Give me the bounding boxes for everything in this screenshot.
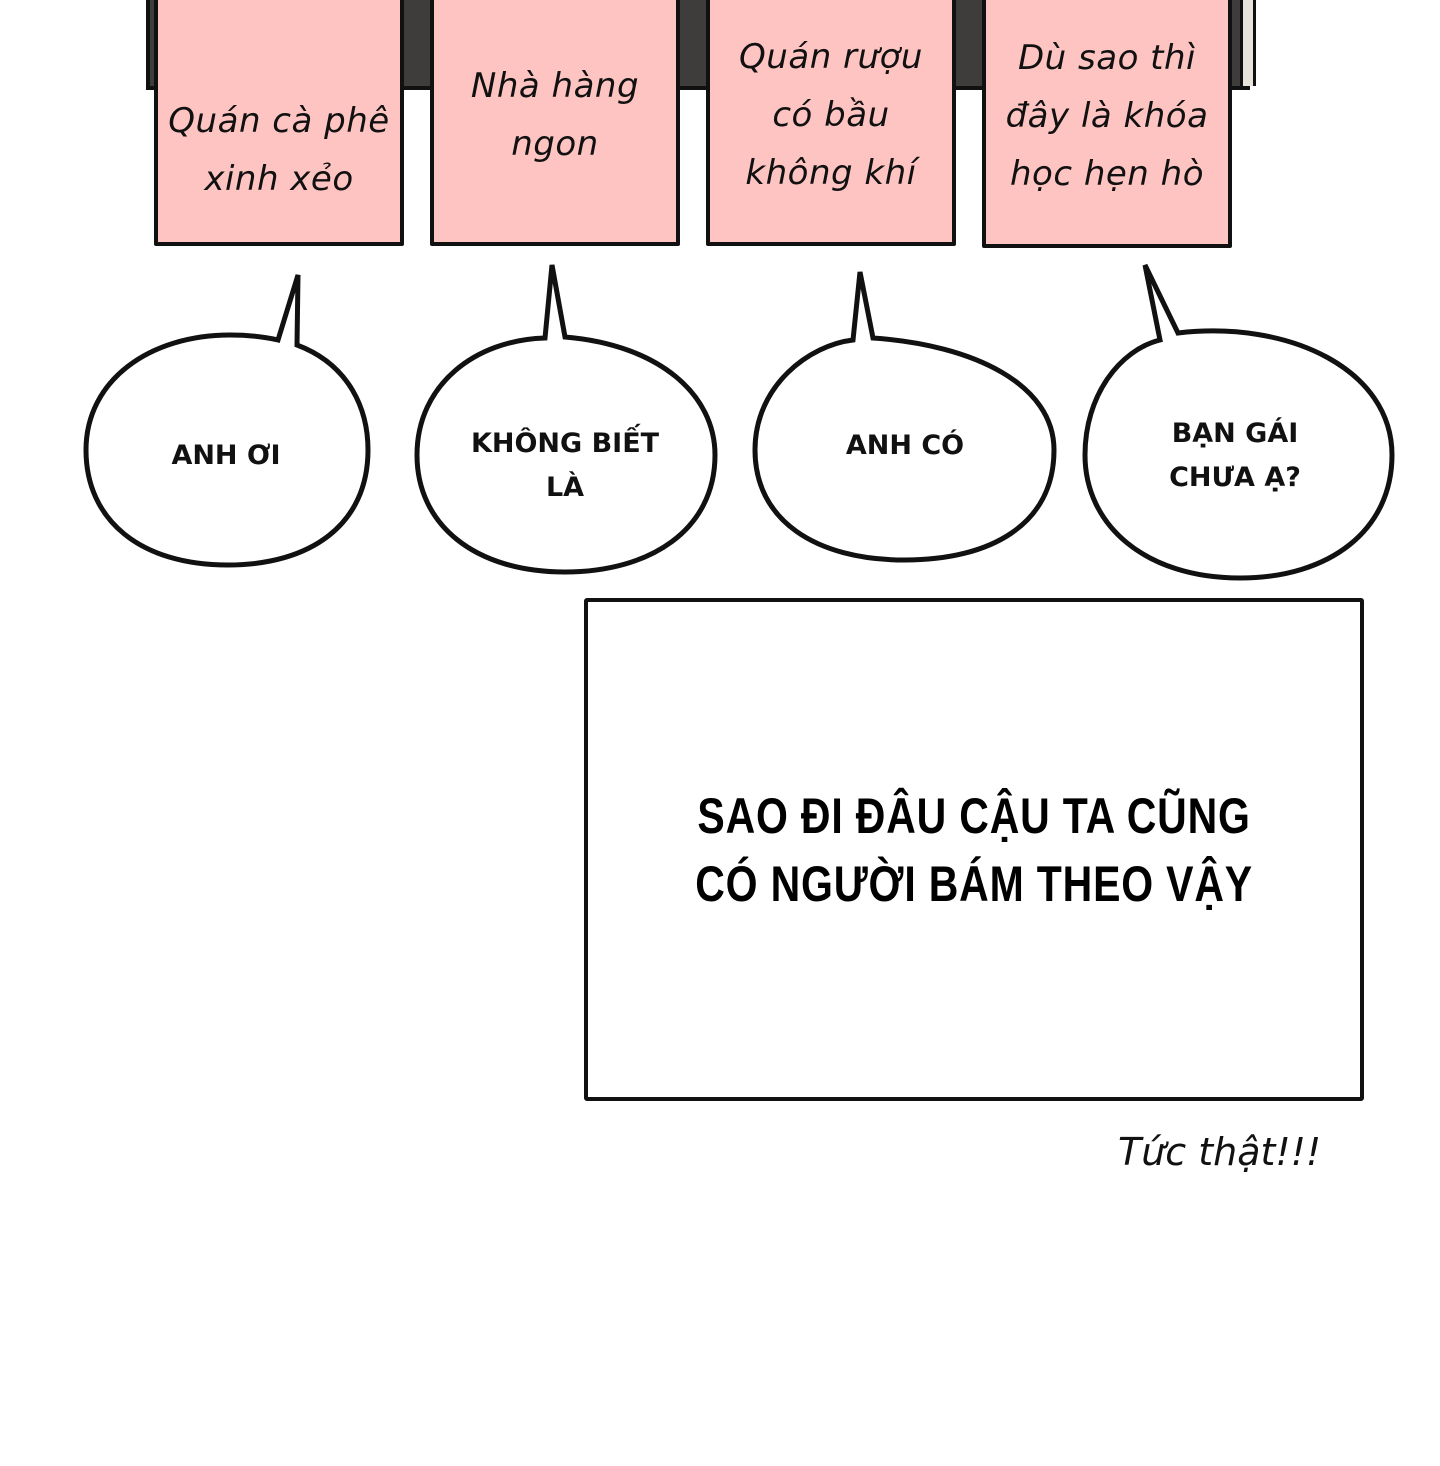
bubble-text-1: ANH ƠI: [171, 440, 281, 471]
note-restaurant: Nhà hàng ngon: [430, 0, 680, 246]
background-edge: [1240, 0, 1256, 86]
note-text: Nhà hàng ngon: [470, 66, 640, 164]
narration-caption-box: SAO ĐI ĐÂU CẬU TA CŨNG CÓ NGƯỜI BÁM THEO…: [584, 598, 1364, 1101]
note-text: Dù sao thì đây là khóa học hẹn hò: [1005, 38, 1209, 194]
note-text: Quán rượu có bầu không khí: [739, 37, 923, 193]
note-cafe: Quán cà phê xinh xẻo: [154, 0, 404, 246]
speech-bubbles-outline: [83, 263, 1395, 581]
handwritten-sfx: Tức thật!!!: [1118, 1130, 1322, 1174]
note-dating-course: Dù sao thì đây là khóa học hẹn hò: [982, 0, 1232, 248]
bubble-text-4: BẠN GÁI CHƯA Ạ?: [1169, 418, 1301, 493]
note-bar: Quán rượu có bầu không khí: [706, 0, 956, 246]
bubble-text-2: KHÔNG BIẾT LÀ: [470, 428, 660, 503]
bubble-text-3: ANH CÓ: [845, 430, 965, 461]
note-text: Quán cà phê xinh xẻo: [168, 101, 390, 199]
narration-caption-text: SAO ĐI ĐÂU CẬU TA CŨNG CÓ NGƯỜI BÁM THEO…: [695, 787, 1253, 912]
